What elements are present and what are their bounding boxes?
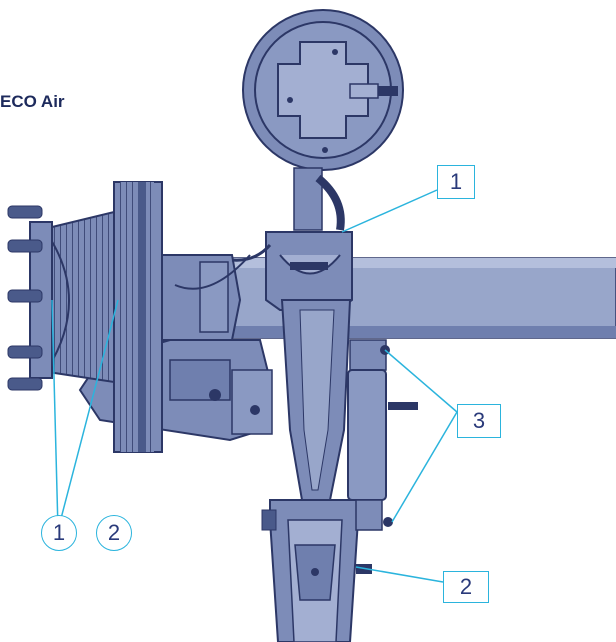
upper-bracket: [265, 231, 353, 311]
leader-box-2: [355, 566, 444, 583]
air-spring: [242, 9, 404, 171]
leader-box-1: [341, 189, 438, 233]
axle-beam: [169, 257, 616, 339]
wheel-studs: [7, 205, 43, 391]
callout-box-3: 3: [457, 404, 501, 438]
callout-leaders: [51, 189, 458, 583]
diagram-title: ECO Air: [0, 92, 65, 111]
callout-box-1: 1: [437, 165, 475, 199]
callout-circle-2: 2: [96, 515, 132, 551]
wheel-hub: [29, 210, 115, 384]
trailing-arm: [280, 299, 352, 501]
leader-box-3-upper: [384, 349, 458, 413]
leader-circle-1a: [51, 299, 59, 531]
leader-circle-1b: [57, 299, 119, 531]
callout-box-2: 2: [443, 571, 489, 603]
callout-circle-1: 1: [41, 515, 77, 551]
shock-absorber: [347, 339, 418, 531]
spring-stem: [293, 167, 345, 231]
leader-box-3-lower: [391, 411, 458, 523]
brake-disc: [113, 181, 163, 453]
